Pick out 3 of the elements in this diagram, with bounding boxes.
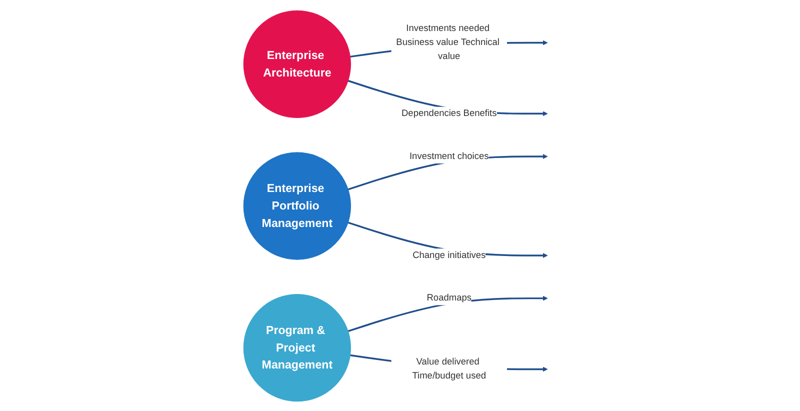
ellipse-node: Enterprise Architecture	[244, 10, 352, 118]
ellipse-node: Enterprise Portfolio Management	[244, 152, 352, 260]
ellipse-node: Program & Project Management	[244, 293, 352, 402]
